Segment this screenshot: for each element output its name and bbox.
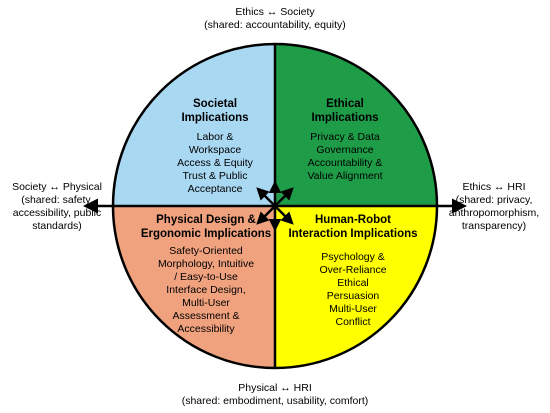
hri-title: Interaction Implications <box>288 228 418 240</box>
physical-item: Assessment & <box>172 310 240 322</box>
physical-item: Morphology, Intuitive <box>157 258 255 270</box>
label-ethics-hri-line: transparency) <box>461 220 527 232</box>
societal-quadrant-text: Societal Implications Labor & Workspace … <box>160 97 270 196</box>
societal-title: Societal <box>192 98 238 110</box>
physical-title: Ergonomic Implications <box>140 228 272 240</box>
physical-item: Accessibility <box>177 323 235 335</box>
physical-quadrant-text: Physical Design & Ergonomic Implications… <box>131 213 281 336</box>
societal-item: Labor & <box>196 131 234 143</box>
physical-title: Physical Design & <box>156 214 256 226</box>
ethical-item: Privacy & Data <box>310 131 380 143</box>
label-ethics-hri-line: (shared: privacy, <box>455 194 533 206</box>
label-ethics-society: Ethics ↔ Society (shared: accountability… <box>175 6 375 32</box>
hri-item: Over-Reliance <box>319 264 387 276</box>
ethical-item: Accountability & <box>307 157 383 169</box>
label-physical-hri: Physical ↔ HRI (shared: embodiment, usab… <box>145 382 405 408</box>
ethical-quadrant-text: Ethical Implications Privacy & Data Gove… <box>290 97 400 183</box>
ethical-item: Value Alignment <box>307 170 383 182</box>
center-arrow-up-left <box>256 187 276 207</box>
societal-item: Access & Equity <box>177 157 253 169</box>
label-society-physical-line: standards) <box>32 220 82 232</box>
ethical-title: Ethical <box>326 98 364 110</box>
quadrant-physical <box>113 206 275 368</box>
center-arrow-down-left <box>256 205 276 225</box>
hri-item: Multi-User <box>329 303 377 315</box>
hri-quadrant-text: Human-Robot Interaction Implications Psy… <box>279 213 427 329</box>
quadrant-hri <box>275 206 437 368</box>
label-ethics-society-title: Ethics ↔ Society <box>235 6 315 18</box>
societal-item: Workspace <box>188 144 242 156</box>
label-physical-hri-title: Physical ↔ HRI <box>238 382 312 394</box>
physical-item: / Easy-to-Use <box>174 271 238 283</box>
label-ethics-hri-line: anthropomorphism, <box>448 207 540 219</box>
label-physical-hri-shared: (shared: embodiment, usability, comfort) <box>181 395 369 407</box>
ethical-title: Implications <box>311 112 379 124</box>
label-ethics-hri-line: Ethics ↔ HRI <box>462 181 526 193</box>
hri-title: Human-Robot <box>314 214 391 226</box>
label-society-physical-line: accessibility, public <box>12 207 102 219</box>
label-ethics-society-shared: (shared: accountability, equity) <box>204 19 346 31</box>
center-arrow-up-right <box>274 187 294 207</box>
quadrant-ethical <box>275 44 437 206</box>
hri-item: Ethical <box>337 277 369 289</box>
societal-title: Implications <box>181 112 249 124</box>
hri-item: Persuasion <box>326 290 380 302</box>
hri-item: Psychology & <box>321 251 385 263</box>
societal-item: Acceptance <box>187 183 243 195</box>
label-ethics-hri: Ethics ↔ HRI (shared: privacy, anthropom… <box>440 181 548 233</box>
physical-item: Interface Design, <box>166 284 246 296</box>
societal-item: Trust & Public <box>182 170 248 182</box>
hri-item: Conflict <box>335 316 371 328</box>
ethical-item: Governance <box>316 144 374 156</box>
physical-item: Safety-Oriented <box>169 245 243 257</box>
physical-item: Multi-User <box>182 297 230 309</box>
quadrant-societal <box>113 44 275 206</box>
label-society-physical: Society ↔ Physical (shared: safety, acce… <box>2 181 112 233</box>
label-society-physical-line: (shared: safety, <box>21 194 93 206</box>
label-society-physical-line: Society ↔ Physical <box>12 181 102 193</box>
center-arrow-down-right <box>274 205 294 225</box>
